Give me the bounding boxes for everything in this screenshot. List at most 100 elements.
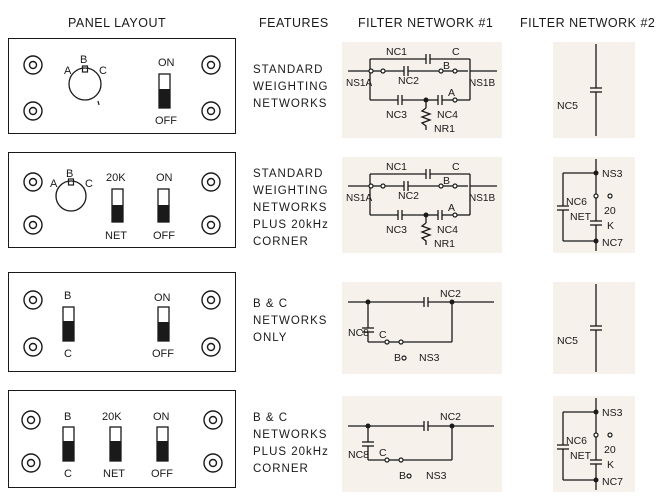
component-label: NS3 <box>602 407 623 419</box>
feature-line: STANDARD <box>253 168 324 180</box>
component-label: NC2 <box>440 288 461 300</box>
jack-icon <box>201 290 221 310</box>
feature-line: B & C <box>253 412 289 424</box>
filter2-schematic-row-4: NS3 NC6 NET 20 K NC7 <box>557 398 623 490</box>
selector-knob[interactable] <box>55 178 87 212</box>
panel-row-2: A B C 20K NET ON OFF <box>8 152 236 248</box>
component-label: NC2 <box>398 75 419 87</box>
selector-label-b: B <box>66 168 73 180</box>
component-label: NR1 <box>434 123 455 135</box>
selector-label-b: B <box>80 54 87 66</box>
feature-line: NETWORKS <box>253 98 328 110</box>
feature-line: NETWORKS <box>253 202 328 214</box>
component-label: NC4 <box>437 224 458 236</box>
component-label: B <box>443 60 450 72</box>
component-label: NS1B <box>469 78 495 89</box>
switch-top-label: 20K <box>102 411 122 423</box>
component-label: C <box>379 447 387 459</box>
component-label: 20 <box>604 444 616 456</box>
component-label: NC2 <box>440 411 461 423</box>
panel-row-1: A B C ON OFF <box>8 38 236 134</box>
component-label: NC2 <box>398 190 419 202</box>
switch-bottom-label: NET <box>103 468 125 480</box>
feature-line: NETWORKS <box>253 429 328 441</box>
jack-icon <box>23 290 43 310</box>
component-label: 20 <box>604 205 616 217</box>
power-toggle-switch[interactable] <box>157 188 170 223</box>
component-label: NC1 <box>386 161 407 173</box>
feature-line: PLUS 20kHz <box>253 446 329 458</box>
selector-label-c: C <box>85 178 93 190</box>
component-label: K <box>607 220 614 232</box>
component-label: NS3 <box>602 168 623 180</box>
selector-label-a: A <box>50 178 58 190</box>
filter2-schematic-row-2: NS3 NC6 NET 20 K NC7 <box>557 159 623 251</box>
b-c-toggle-switch[interactable] <box>62 426 75 462</box>
jack-icon <box>23 55 43 75</box>
power-toggle-switch[interactable] <box>157 306 170 342</box>
selector-label-a: A <box>64 65 72 77</box>
component-label: NET <box>570 450 592 462</box>
switch-top-label: ON <box>153 411 170 423</box>
header-filter-network-2: FILTER NETWORK #2 <box>520 16 656 30</box>
switch-bottom-label: OFF <box>151 468 173 480</box>
component-label: NC6 <box>566 435 587 447</box>
switch-bottom-label: OFF <box>152 348 174 360</box>
panel-drawing-row-1: A B C ON OFF <box>23 54 221 127</box>
component-label: NS1B <box>469 193 495 204</box>
filter-network-2-row-3: NC5 <box>553 282 635 374</box>
component-label: K <box>607 459 614 471</box>
filter1-schematic-row-4: NC2 NC8 C B NS3 <box>348 411 494 482</box>
component-label: B <box>443 175 450 187</box>
jack-icon <box>21 453 41 473</box>
switch-bottom-label: OFF <box>155 115 177 127</box>
header-filter-network-1: FILTER NETWORK #1 <box>358 16 494 30</box>
filter1-schematic-row-3: NC2 NC8 C B NS3 <box>348 288 494 364</box>
features-row-2: STANDARD WEIGHTING NETWORKS PLUS 20kHz C… <box>253 166 329 251</box>
filter1-schematic-row-2: NC1 C NC2 B NS1A NS1B A NC3 NC4 NR1 <box>346 161 497 250</box>
component-label: NC3 <box>386 224 407 236</box>
component-label: NS3 <box>426 470 447 482</box>
feature-line: CORNER <box>253 236 309 248</box>
component-label: NET <box>570 211 592 223</box>
component-label: NC6 <box>566 196 587 208</box>
switch-bottom-label: C <box>64 348 72 360</box>
switch-bottom-label: OFF <box>153 230 175 242</box>
net-toggle-switch[interactable] <box>109 426 122 462</box>
jack-icon <box>23 215 43 235</box>
component-label: A <box>448 87 455 99</box>
component-label: NS3 <box>419 352 440 364</box>
component-label: NC1 <box>386 46 407 58</box>
component-label: A <box>448 202 455 214</box>
component-label: NS1A <box>346 193 372 204</box>
panel-drawing-row-4: B C 20K NET ON OFF <box>21 410 223 480</box>
power-toggle-switch[interactable] <box>158 73 171 109</box>
features-row-3: B & C NETWORKS ONLY <box>253 296 327 347</box>
power-toggle-switch[interactable] <box>156 426 169 462</box>
switch-top-label: ON <box>158 57 175 69</box>
selector-knob[interactable] <box>68 65 102 106</box>
component-label: NC7 <box>602 476 623 488</box>
jack-icon <box>23 337 43 357</box>
component-label: C <box>379 329 387 341</box>
features-row-1: STANDARD WEIGHTING NETWORKS <box>253 62 328 113</box>
net-toggle-switch[interactable] <box>111 188 124 223</box>
b-c-toggle-switch[interactable] <box>62 306 75 342</box>
features-row-4: B & C NETWORKS PLUS 20kHz CORNER <box>253 410 329 478</box>
component-label: NC5 <box>557 100 578 112</box>
filter2-schematic-row-3: NC5 <box>557 284 602 372</box>
filter-network-1-row-2: NC1 C NC2 B NS1A NS1B A NC3 NC4 NR1 <box>342 157 502 253</box>
jack-icon <box>201 55 221 75</box>
header-features: FEATURES <box>259 16 329 30</box>
feature-line: WEIGHTING <box>253 81 329 93</box>
jack-icon <box>23 101 43 121</box>
switch-top-label: 20K <box>106 172 126 184</box>
switch-bottom-label: NET <box>105 230 127 242</box>
filter2-schematic-row-1: NC5 <box>557 44 602 136</box>
jack-icon <box>23 172 43 192</box>
filter-network-2-row-4: NS3 NC6 NET 20 K NC7 <box>553 396 635 492</box>
feature-line: NETWORKS <box>253 315 328 327</box>
feature-line: B & C <box>253 298 289 310</box>
filter-network-2-row-1: NC5 <box>553 42 635 138</box>
jack-icon <box>203 410 223 430</box>
